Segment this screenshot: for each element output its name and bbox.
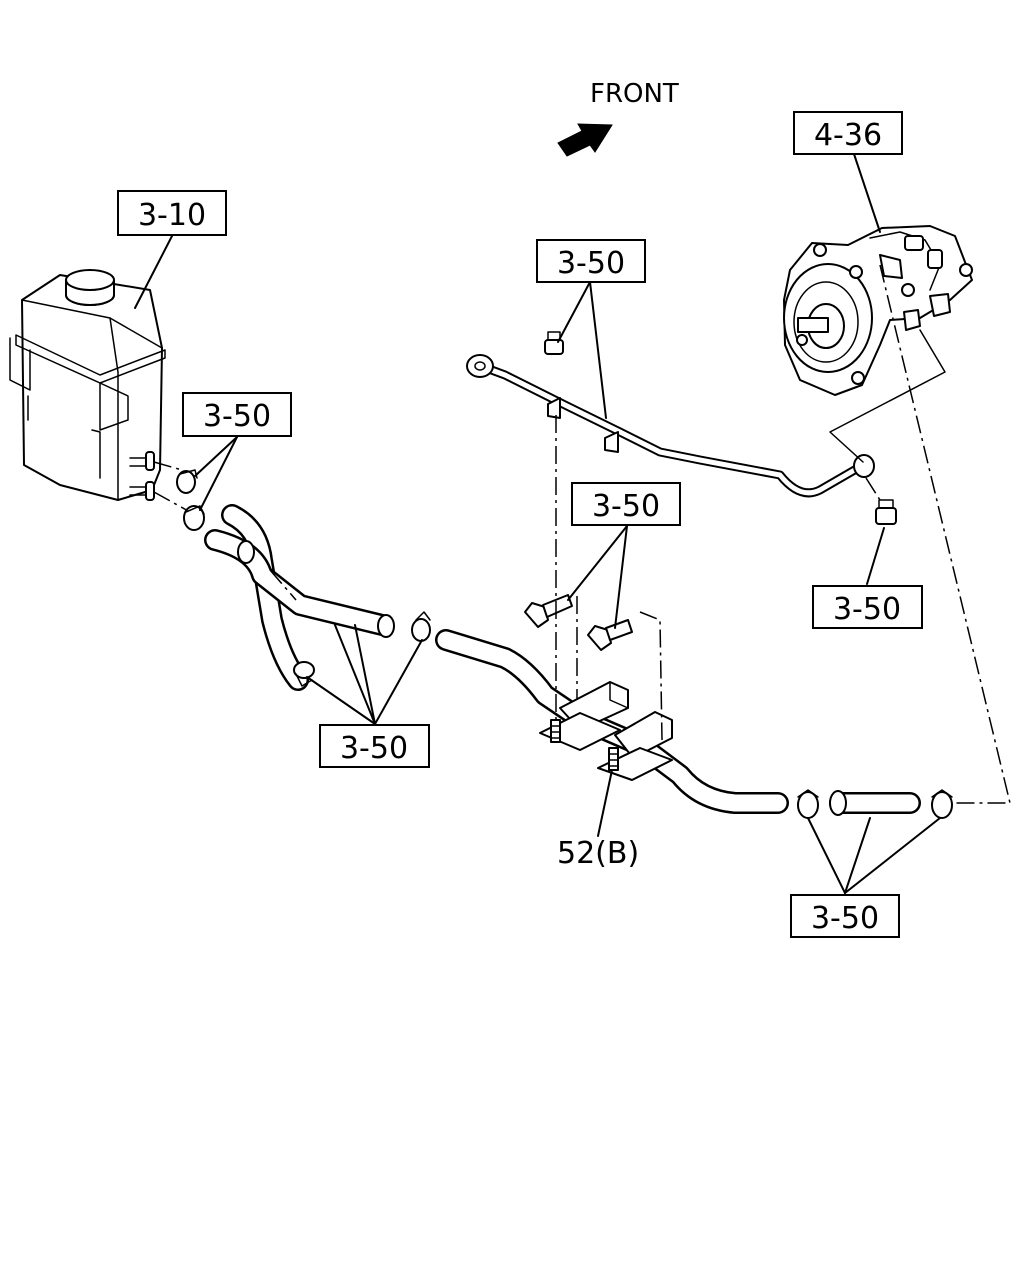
bracket-bolt [524, 594, 573, 628]
callout-rear-hose-clamps: 3-50 [790, 894, 900, 938]
flare-nut [544, 331, 564, 355]
return-hose [221, 504, 309, 691]
callout-pump-nut: 3-50 [812, 585, 923, 629]
pressure-hose [435, 629, 789, 814]
callout-bracket-screw: 52(B) [557, 836, 639, 871]
callout-bracket-bolts: 3-50 [571, 482, 681, 526]
hose-clamp [293, 661, 315, 687]
svg-text:3-50: 3-50 [557, 246, 625, 281]
rear-hose [829, 790, 921, 816]
callout-pump: 4-36 [793, 111, 903, 155]
supply-hose [204, 529, 395, 638]
hose-clamp [411, 611, 431, 642]
reservoir-hose-clamp [176, 469, 198, 494]
svg-text:3-50: 3-50 [592, 489, 660, 524]
pressure-pipe [466, 354, 875, 498]
bracket-screw [550, 719, 561, 743]
callout-reservoir: 3-10 [117, 190, 227, 236]
svg-text:3-10: 3-10 [138, 198, 206, 233]
reservoir-tank [9, 269, 191, 513]
bracket-bolt [587, 619, 633, 651]
svg-text:3-50: 3-50 [340, 731, 408, 766]
power-steering-pump [783, 225, 973, 396]
reservoir-hose-clamp [183, 505, 205, 531]
svg-text:4-36: 4-36 [814, 118, 882, 153]
rear-hose-clamp [797, 789, 819, 819]
front-label: FRONT [590, 79, 679, 109]
front-arrow-icon [557, 123, 613, 157]
leader-lines [134, 153, 941, 894]
callout-upper-pipe: 3-50 [536, 239, 646, 283]
reservoir-cap [65, 269, 115, 306]
svg-text:3-50: 3-50 [833, 592, 901, 627]
callout-reservoir-clamps: 3-50 [182, 392, 292, 437]
bracket-screw [608, 747, 619, 771]
svg-text:3-50: 3-50 [203, 399, 271, 434]
callout-lower-hoses: 3-50 [319, 724, 430, 768]
pump-nut [875, 499, 897, 525]
svg-text:3-50: 3-50 [811, 901, 879, 936]
rear-hose-clamp [931, 789, 953, 819]
